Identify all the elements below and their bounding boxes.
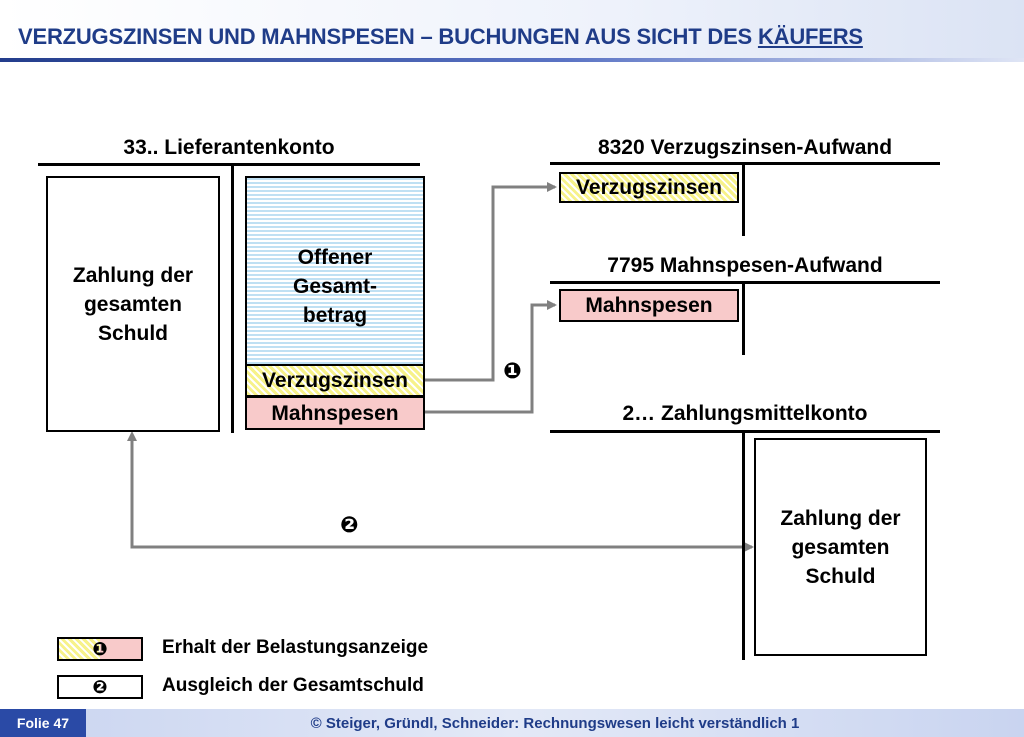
interest-expense-account-title: 8320 Verzugszinsen-Aufwand (597, 136, 893, 159)
header-divider (0, 58, 1024, 62)
step-marker-one: ❶ (503, 358, 522, 383)
dunning-expense-hline (550, 281, 940, 284)
cash-credit-line2: gesamten (791, 535, 890, 559)
cash-credit-line3: Schuld (805, 564, 876, 588)
supplier-account-vline (231, 163, 234, 433)
interest-expense-debit-box: Verzugszinsen (559, 172, 739, 203)
cash-account-title: 2… Zahlungsmittelkonto (622, 402, 868, 425)
legend-swatch-yellow (59, 639, 100, 659)
supplier-credit-interest-box: Verzugszinsen (245, 364, 425, 397)
legend-text-two: Ausgleich der Gesamtschuld (162, 675, 424, 696)
supplier-debit-payment-box: Zahlung der gesamten Schuld (46, 176, 220, 432)
supplier-credit-line2: Gesamt- (292, 275, 378, 298)
slide-header (0, 0, 1024, 62)
legend-swatch-two: ❷ (57, 675, 143, 699)
supplier-credit-fees-box: Mahnspesen (245, 396, 425, 430)
arrow-interest-booking (425, 182, 557, 382)
dunning-expense-account-title: 7795 Mahnspesen-Aufwand (607, 254, 883, 277)
legend-symbol-two: ❷ (92, 676, 108, 697)
slide-number: Folie 47 (0, 709, 86, 737)
slide-footer (0, 709, 1024, 737)
supplier-debit-line1: Zahlung der (72, 263, 194, 287)
cash-credit-payment-box: Zahlung der gesamten Schuld (754, 438, 927, 656)
supplier-debit-line2: gesamten (83, 292, 183, 316)
interest-expense-vline (742, 162, 745, 236)
supplier-account-title: 33.. Lieferantenkonto (123, 136, 335, 159)
arrow-payment-head-up (127, 431, 137, 441)
supplier-debit-line3: Schuld (97, 321, 168, 345)
supplier-credit-open-amount-box: Offener Gesamt- betrag (245, 176, 425, 366)
arrow-fees-booking (425, 300, 557, 414)
dunning-expense-vline (742, 281, 745, 355)
cash-account-hline (550, 430, 940, 433)
title-underlined: KÄUFERS (757, 24, 863, 49)
legend-symbol-one: ❶ (92, 638, 108, 659)
step-marker-two: ❷ (340, 512, 359, 537)
cash-account-vline (742, 430, 745, 660)
cash-credit-line1: Zahlung der (780, 506, 901, 530)
supplier-credit-line1: Offener (297, 246, 373, 269)
interest-expense-hline (550, 162, 940, 165)
supplier-credit-line3: betrag (302, 304, 368, 327)
legend-text-one: Erhalt der Belastungsanzeige (162, 637, 429, 658)
arrow-payment-to-cash (130, 435, 754, 552)
legend-swatch-one: ❶ (57, 637, 143, 661)
supplier-account-hline (38, 163, 420, 166)
title-main: VERZUGSZINSEN UND MAHNSPESEN – BUCHUNGEN… (18, 24, 758, 49)
slide-title: VERZUGSZINSEN UND MAHNSPESEN – BUCHUNGEN… (18, 24, 863, 50)
dunning-expense-debit-box: Mahnspesen (559, 289, 739, 322)
legend-swatch-pink (100, 639, 141, 659)
copyright-text: © Steiger, Gründl, Schneider: Rechnungsw… (310, 714, 800, 732)
